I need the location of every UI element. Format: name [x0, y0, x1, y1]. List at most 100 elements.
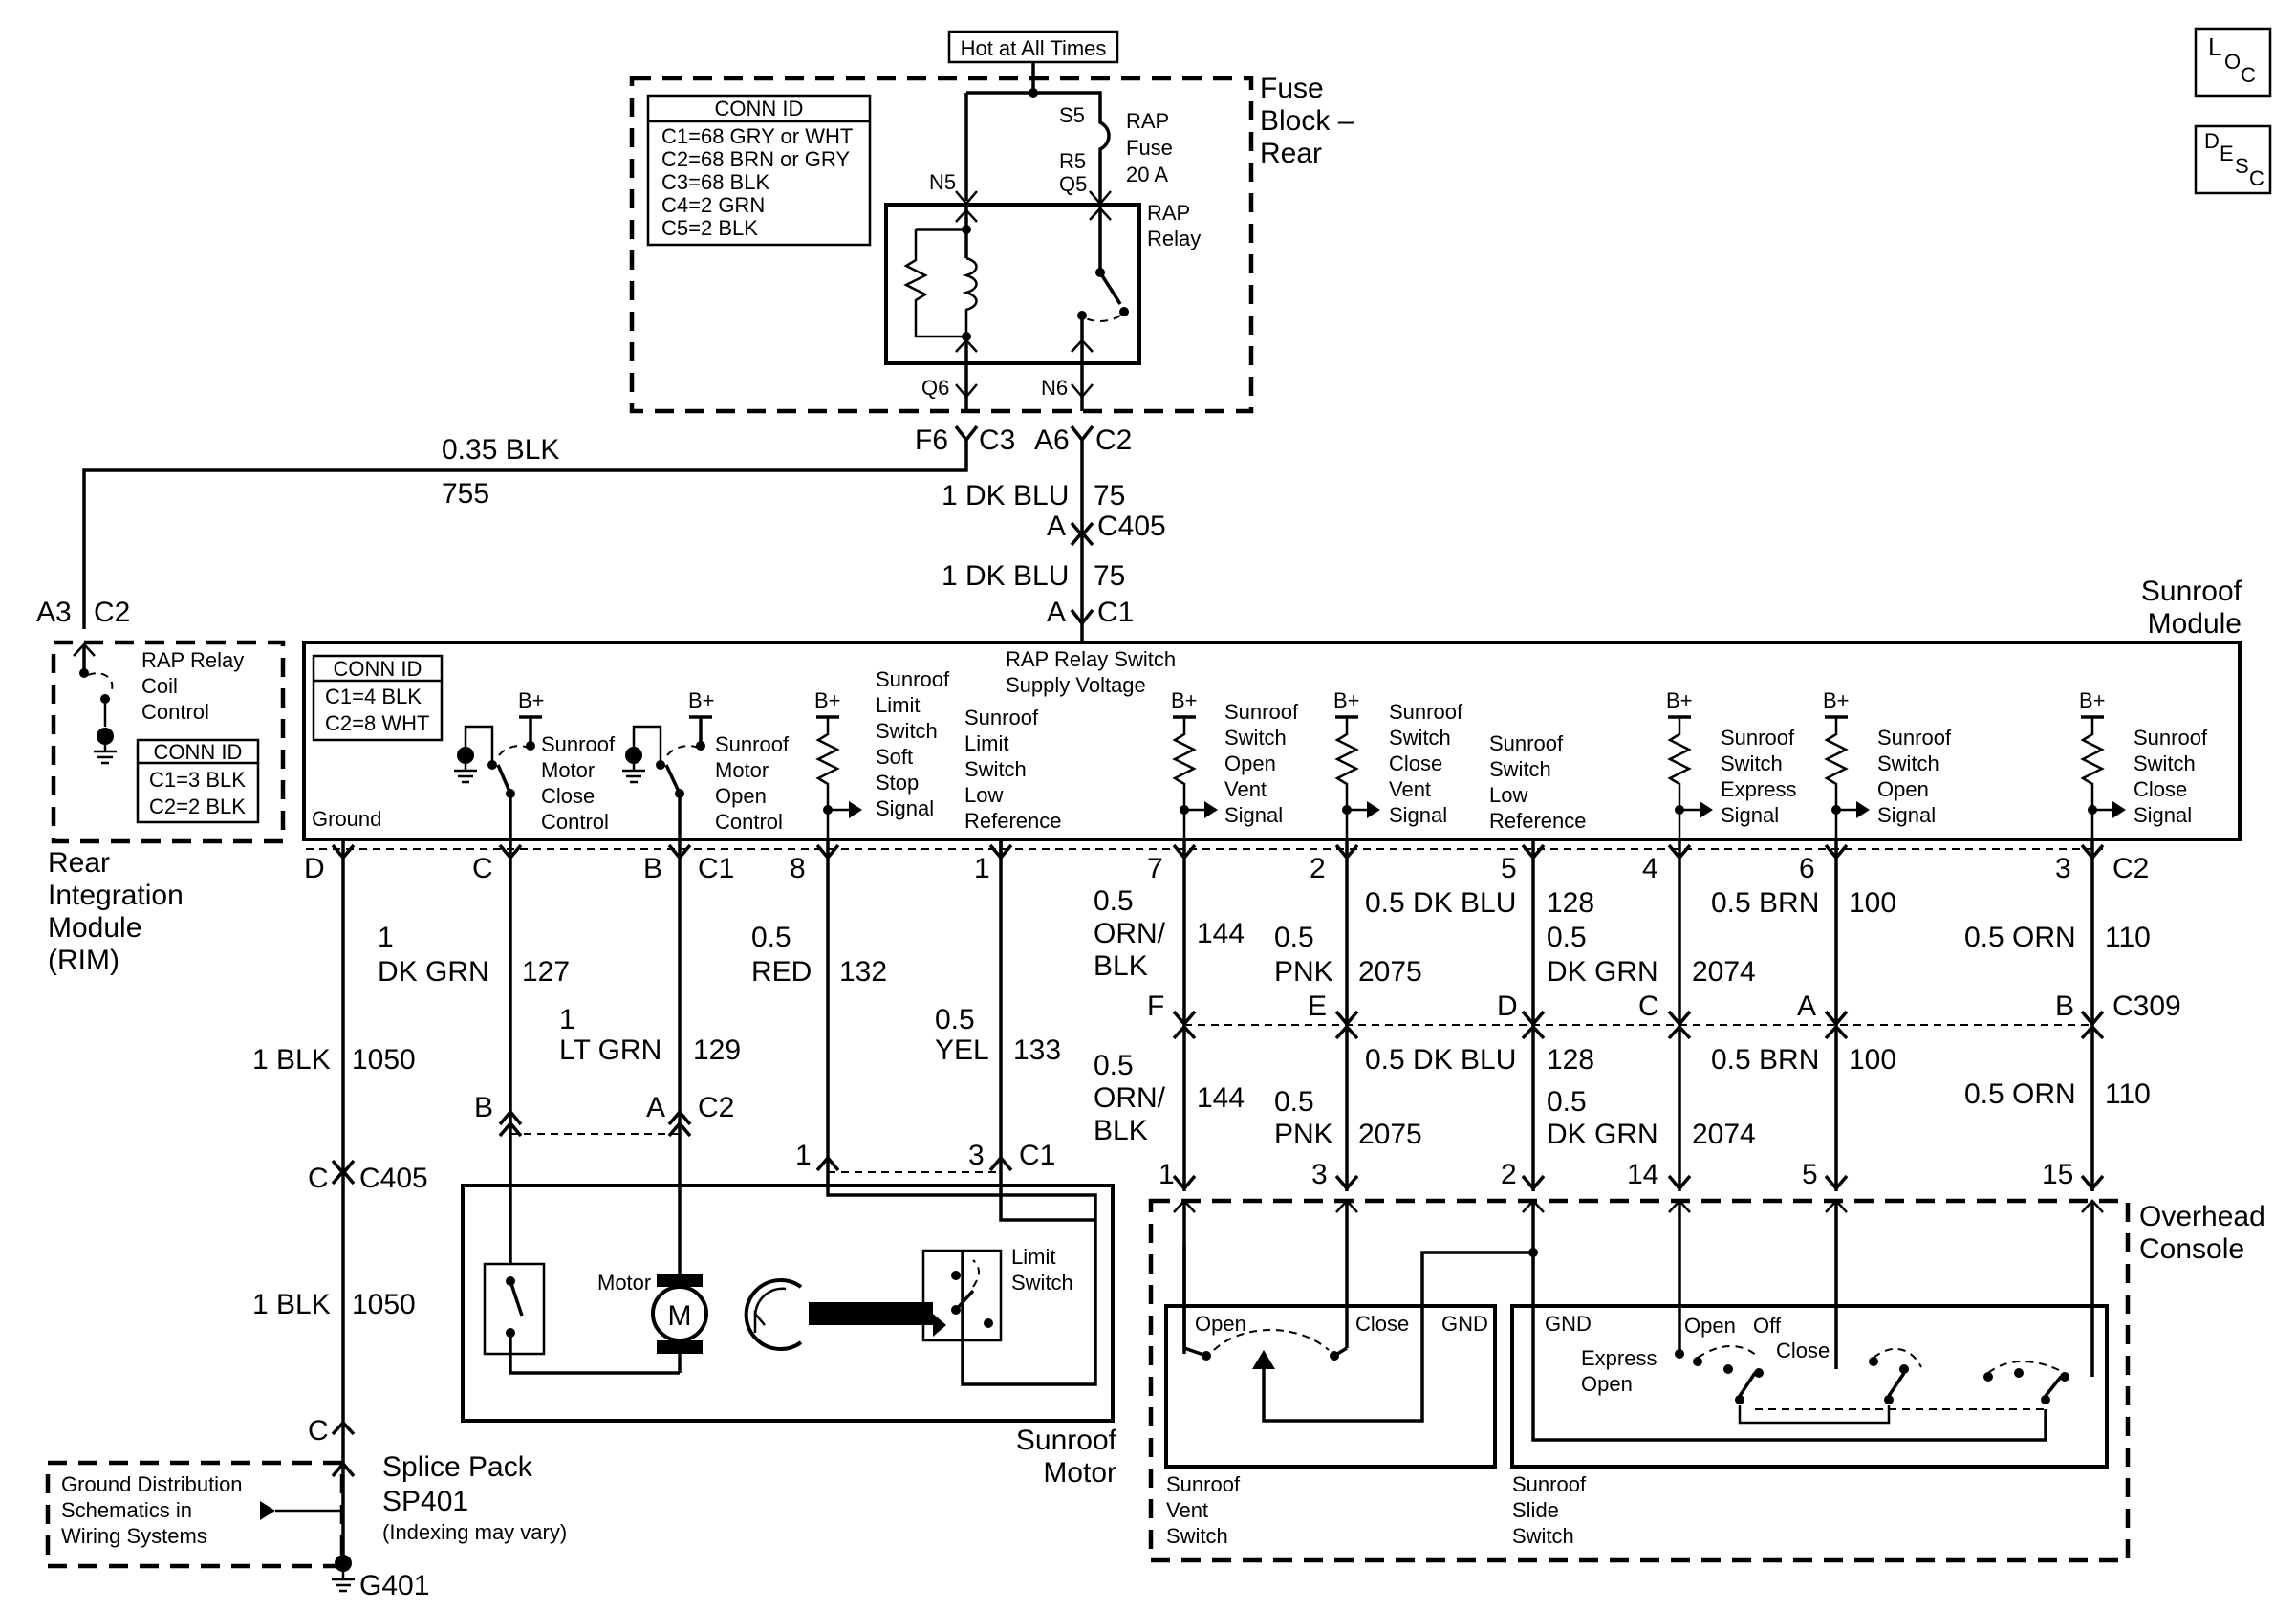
svg-text:Q6: Q6 — [921, 376, 949, 400]
svg-text:(RIM): (RIM) — [48, 945, 119, 976]
svg-text:Limit: Limit — [876, 693, 920, 717]
svg-text:2075: 2075 — [1358, 956, 1422, 988]
svg-text:15: 15 — [2042, 1159, 2073, 1190]
svg-text:Signal: Signal — [1389, 803, 1447, 827]
svg-text:Switch: Switch — [1877, 751, 1939, 775]
svg-text:Ground Distribution: Ground Distribution — [61, 1472, 243, 1496]
connector-chevron — [1824, 1174, 1849, 1191]
svg-text:Switch: Switch — [1224, 726, 1287, 750]
connector-chevron — [1521, 1010, 1546, 1027]
svg-text:1 BLK: 1 BLK — [252, 1044, 331, 1076]
svg-text:1 BLK: 1 BLK — [252, 1289, 331, 1320]
svg-text:E: E — [1308, 991, 1327, 1022]
description-icon[interactable]: D E S C — [2194, 124, 2272, 195]
svg-text:(Indexing may vary): (Indexing may vary) — [382, 1520, 567, 1544]
svg-text:Schematics in: Schematics in — [61, 1498, 192, 1522]
svg-text:ORN/: ORN/ — [1094, 918, 1166, 949]
svg-text:M: M — [668, 1300, 692, 1332]
svg-text:PNK: PNK — [1274, 1119, 1333, 1150]
svg-text:S: S — [2235, 154, 2249, 178]
svg-text:Express: Express — [1721, 777, 1796, 801]
svg-text:Sunroof: Sunroof — [1166, 1472, 1241, 1496]
svg-text:C309: C309 — [2112, 991, 2181, 1022]
svg-text:A: A — [1047, 597, 1066, 628]
svg-text:3: 3 — [1311, 1159, 1328, 1190]
svg-text:Sunroof: Sunroof — [1489, 731, 1564, 755]
svg-text:Sunroof: Sunroof — [2134, 726, 2208, 750]
svg-text:C405: C405 — [359, 1163, 428, 1194]
svg-text:GND: GND — [1545, 1312, 1592, 1336]
connector-chevron — [2080, 1010, 2105, 1027]
svg-text:B: B — [2055, 991, 2074, 1022]
svg-text:F: F — [1147, 991, 1164, 1022]
svg-text:Soft: Soft — [876, 745, 913, 769]
svg-text:110: 110 — [2105, 922, 2151, 953]
svg-text:C: C — [472, 853, 493, 884]
svg-text:Low: Low — [1489, 783, 1527, 807]
svg-text:129: 129 — [693, 1034, 741, 1066]
sunroof-motor-connectors: B A C2 1 3 C1 — [474, 1092, 1055, 1173]
svg-text:0.5 ORN: 0.5 ORN — [1964, 922, 2076, 953]
svg-text:2074: 2074 — [1692, 956, 1756, 988]
svg-text:Sunroof: Sunroof — [541, 732, 616, 756]
switch-close-input: B+ Sunroof Switch Close Signal — [2079, 688, 2208, 839]
svg-text:C2=2 BLK: C2=2 BLK — [149, 795, 246, 818]
svg-text:CONN ID: CONN ID — [715, 97, 804, 120]
svg-text:Vent: Vent — [1389, 777, 1431, 801]
svg-text:Signal: Signal — [876, 796, 934, 820]
svg-text:Block –: Block – — [1260, 105, 1354, 137]
fuse-block-rear: Fuse Block – Rear CONN ID C1=68 GRY or W… — [629, 62, 1354, 414]
svg-text:Motor: Motor — [715, 758, 769, 782]
svg-text:20 A: 20 A — [1126, 163, 1168, 186]
svg-text:0.5 DK BLU: 0.5 DK BLU — [1365, 887, 1516, 919]
svg-text:128: 128 — [1547, 887, 1594, 919]
svg-text:B: B — [474, 1092, 493, 1123]
svg-text:S5: S5 — [1059, 103, 1085, 127]
svg-text:YEL: YEL — [935, 1034, 989, 1066]
svg-text:Reference: Reference — [1489, 809, 1587, 833]
upper-wire-labels: 1 DK GRN 127 1 LT GRN 129 0.5 RED 132 0.… — [378, 885, 2151, 1066]
svg-text:1050: 1050 — [352, 1289, 416, 1320]
svg-text:144: 144 — [1197, 1082, 1245, 1114]
svg-text:3: 3 — [968, 1140, 985, 1171]
svg-text:1: 1 — [974, 853, 990, 884]
connector-chevron — [1667, 1024, 1692, 1040]
svg-text:0.5: 0.5 — [1547, 922, 1587, 953]
svg-text:RED: RED — [751, 956, 812, 988]
svg-text:C1=3 BLK: C1=3 BLK — [149, 768, 246, 792]
svg-text:4: 4 — [1642, 853, 1658, 884]
svg-text:100: 100 — [1849, 887, 1896, 919]
overhead-console: 1 3 2 14 5 15 Overhead Console Open Clos… — [1148, 1159, 2265, 1563]
sunroof-module-connector-pins: D C B C1 8 1 7 2 5 4 6 3 C2 — [304, 843, 2149, 884]
svg-text:D: D — [2204, 129, 2220, 153]
svg-text:1: 1 — [559, 1004, 575, 1035]
svg-text:B: B — [643, 853, 662, 884]
svg-text:C: C — [308, 1415, 329, 1447]
svg-text:C2=68 BRN or GRY: C2=68 BRN or GRY — [661, 147, 850, 171]
svg-text:Open: Open — [1684, 1314, 1736, 1338]
svg-text:2: 2 — [1310, 853, 1326, 884]
svg-text:RAP Relay: RAP Relay — [141, 648, 244, 672]
svg-text:Switch: Switch — [1512, 1524, 1574, 1548]
svg-text:D: D — [1497, 991, 1518, 1022]
svg-text:Sunroof: Sunroof — [1721, 726, 1795, 750]
svg-text:SP401: SP401 — [382, 1486, 468, 1517]
svg-text:75: 75 — [1094, 560, 1125, 592]
svg-text:C1: C1 — [1097, 597, 1134, 628]
fuse-block-conn-id-table: CONN ID C1=68 GRY or WHT C2=68 BRN or GR… — [646, 94, 872, 247]
svg-text:B+: B+ — [1666, 688, 1693, 712]
svg-text:Limit: Limit — [1011, 1245, 1055, 1269]
connector-chevron — [2080, 1174, 2105, 1191]
svg-text:R5: R5 — [1059, 149, 1086, 173]
svg-text:B+: B+ — [1171, 688, 1198, 712]
svg-text:Module: Module — [2148, 608, 2242, 640]
svg-text:C3=68 BLK: C3=68 BLK — [661, 170, 769, 194]
svg-text:Open: Open — [1224, 751, 1276, 775]
svg-text:Hot at All Times: Hot at All Times — [961, 36, 1107, 60]
location-icon[interactable]: L O C — [2194, 27, 2272, 98]
connector-chevron — [1334, 1174, 1359, 1191]
svg-text:Coil: Coil — [141, 674, 178, 698]
svg-text:L: L — [2208, 33, 2221, 61]
svg-text:144: 144 — [1197, 918, 1245, 949]
